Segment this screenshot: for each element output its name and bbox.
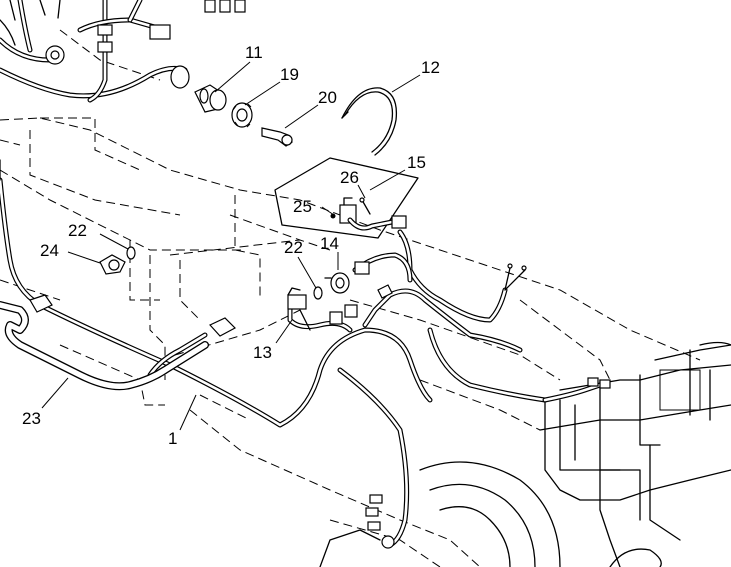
upper-harness <box>0 0 246 103</box>
callout-12: 12 <box>421 58 440 77</box>
callout-22-left: 22 <box>68 221 87 240</box>
callout-22-right: 22 <box>284 238 303 257</box>
o-ring-22-left <box>126 246 136 260</box>
key-20 <box>261 127 293 147</box>
switch-kit-box-15 <box>274 157 419 239</box>
frame-bracket-left <box>129 214 301 301</box>
callout-25: 25 <box>293 197 312 216</box>
callout-23: 23 <box>22 409 41 428</box>
callout-24: 24 <box>40 241 59 260</box>
callout-1: 1 <box>168 429 177 448</box>
callout-labels: 11 19 20 12 15 26 25 22 24 22 14 13 23 1 <box>22 43 440 448</box>
leader-lines <box>41 61 421 431</box>
callout-20: 20 <box>318 88 337 107</box>
lower-wheel-housing <box>319 461 662 567</box>
callout-19: 19 <box>280 65 299 84</box>
chassis-lower-right <box>539 341 731 567</box>
callout-14: 14 <box>320 234 339 253</box>
o-ring-22-right <box>313 286 323 300</box>
ignition-switch-11 <box>170 65 227 113</box>
main-harness-1 <box>0 159 603 548</box>
callout-13: 13 <box>253 343 272 362</box>
switch-14 <box>324 272 350 294</box>
pin-26 <box>359 197 371 215</box>
callout-11: 11 <box>245 43 263 62</box>
frame-outline <box>0 29 701 567</box>
cable-tie-12 <box>341 87 398 156</box>
callout-15: 15 <box>407 153 426 172</box>
harness-connectors <box>329 261 611 549</box>
switch-nut-19 <box>231 102 253 128</box>
sensor-24 <box>99 254 126 275</box>
harness-23 <box>0 294 236 391</box>
callout-26: 26 <box>340 168 359 187</box>
switch-13 <box>287 287 311 331</box>
